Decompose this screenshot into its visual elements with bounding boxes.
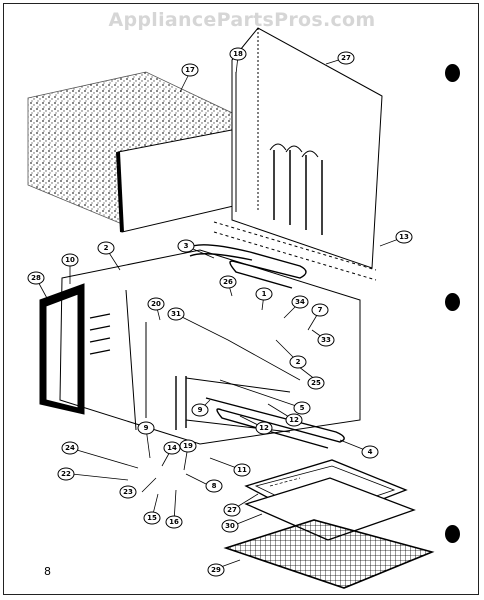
callout-18: 18 bbox=[229, 47, 247, 61]
svg-text:15: 15 bbox=[147, 514, 157, 522]
callout-26: 26 bbox=[219, 275, 237, 289]
svg-text:1: 1 bbox=[262, 290, 267, 298]
svg-text:28: 28 bbox=[31, 274, 41, 282]
callout-23: 23 bbox=[119, 485, 137, 499]
callout-3: 3 bbox=[177, 239, 195, 253]
svg-text:34: 34 bbox=[295, 298, 305, 306]
binder-hole-icon bbox=[445, 293, 460, 311]
callout-34: 34 bbox=[291, 295, 309, 309]
callout-9: 9 bbox=[191, 403, 209, 417]
svg-text:19: 19 bbox=[183, 442, 193, 450]
callout-5: 5 bbox=[293, 401, 311, 415]
watermark: AppliancePartsPros.com bbox=[108, 9, 376, 31]
insulation-blanket bbox=[27, 71, 244, 233]
callout-25: 25 bbox=[307, 376, 325, 390]
svg-text:14: 14 bbox=[167, 444, 177, 452]
callout-9b: 9 bbox=[137, 421, 155, 435]
rear-panel bbox=[213, 27, 383, 281]
callout-list: 17 18 27 13 2 28 10 3 26 1 34 7 20 31 2 … bbox=[27, 47, 413, 577]
svg-text:30: 30 bbox=[225, 522, 235, 530]
callout-20: 20 bbox=[147, 297, 165, 311]
callout-10: 10 bbox=[61, 253, 79, 267]
callout-7: 7 bbox=[311, 303, 329, 317]
svg-text:22: 22 bbox=[61, 470, 71, 478]
svg-text:16: 16 bbox=[169, 518, 179, 526]
svg-text:4: 4 bbox=[368, 448, 373, 456]
bake-element bbox=[205, 397, 345, 449]
callout-28: 28 bbox=[27, 271, 45, 285]
binder-hole-icon bbox=[445, 64, 460, 82]
svg-text:12: 12 bbox=[259, 424, 269, 432]
svg-text:9: 9 bbox=[198, 406, 203, 414]
callout-30: 30 bbox=[221, 519, 239, 533]
svg-text:5: 5 bbox=[300, 404, 305, 412]
callout-2: 2 bbox=[97, 241, 115, 255]
callout-31: 31 bbox=[167, 307, 185, 321]
callout-16: 16 bbox=[165, 515, 183, 529]
callout-1: 1 bbox=[255, 287, 273, 301]
svg-text:12: 12 bbox=[289, 416, 299, 424]
binder-hole-icon bbox=[445, 525, 460, 543]
callout-17: 17 bbox=[181, 63, 199, 77]
broil-element bbox=[187, 244, 307, 289]
callout-33: 33 bbox=[317, 333, 335, 347]
callout-27b: 27 bbox=[223, 503, 241, 517]
callout-24: 24 bbox=[61, 441, 79, 455]
oven-cavity bbox=[59, 249, 361, 445]
callout-12b: 12 bbox=[285, 413, 303, 427]
page-number: 8 bbox=[44, 565, 51, 578]
callout-13: 13 bbox=[395, 230, 413, 244]
svg-text:31: 31 bbox=[171, 310, 181, 318]
callout-15: 15 bbox=[143, 511, 161, 525]
svg-text:24: 24 bbox=[65, 444, 75, 452]
svg-text:7: 7 bbox=[318, 306, 323, 314]
svg-text:9: 9 bbox=[144, 424, 149, 432]
callout-22: 22 bbox=[57, 467, 75, 481]
callout-12: 12 bbox=[255, 421, 273, 435]
svg-text:18: 18 bbox=[233, 50, 243, 58]
svg-text:23: 23 bbox=[123, 488, 133, 496]
svg-text:27: 27 bbox=[341, 54, 351, 62]
callout-27: 27 bbox=[337, 51, 355, 65]
svg-text:3: 3 bbox=[184, 242, 189, 250]
door-frame bbox=[39, 283, 85, 415]
callout-19: 19 bbox=[179, 439, 197, 453]
callout-14: 14 bbox=[163, 441, 181, 455]
svg-text:29: 29 bbox=[211, 566, 221, 574]
svg-text:27: 27 bbox=[227, 506, 237, 514]
svg-text:11: 11 bbox=[237, 466, 247, 474]
oven-rack bbox=[223, 519, 435, 589]
svg-text:2: 2 bbox=[296, 358, 301, 366]
svg-text:17: 17 bbox=[185, 66, 195, 74]
callout-2b: 2 bbox=[289, 355, 307, 369]
callout-4: 4 bbox=[361, 445, 379, 459]
svg-text:8: 8 bbox=[212, 482, 217, 490]
callout-29: 29 bbox=[207, 563, 225, 577]
svg-text:13: 13 bbox=[399, 233, 409, 241]
svg-text:10: 10 bbox=[65, 256, 75, 264]
svg-text:25: 25 bbox=[311, 379, 321, 387]
callout-8: 8 bbox=[205, 479, 223, 493]
svg-text:26: 26 bbox=[223, 278, 233, 286]
svg-text:20: 20 bbox=[151, 300, 161, 308]
callout-11: 11 bbox=[233, 463, 251, 477]
svg-text:2: 2 bbox=[104, 244, 109, 252]
svg-text:33: 33 bbox=[321, 336, 331, 344]
